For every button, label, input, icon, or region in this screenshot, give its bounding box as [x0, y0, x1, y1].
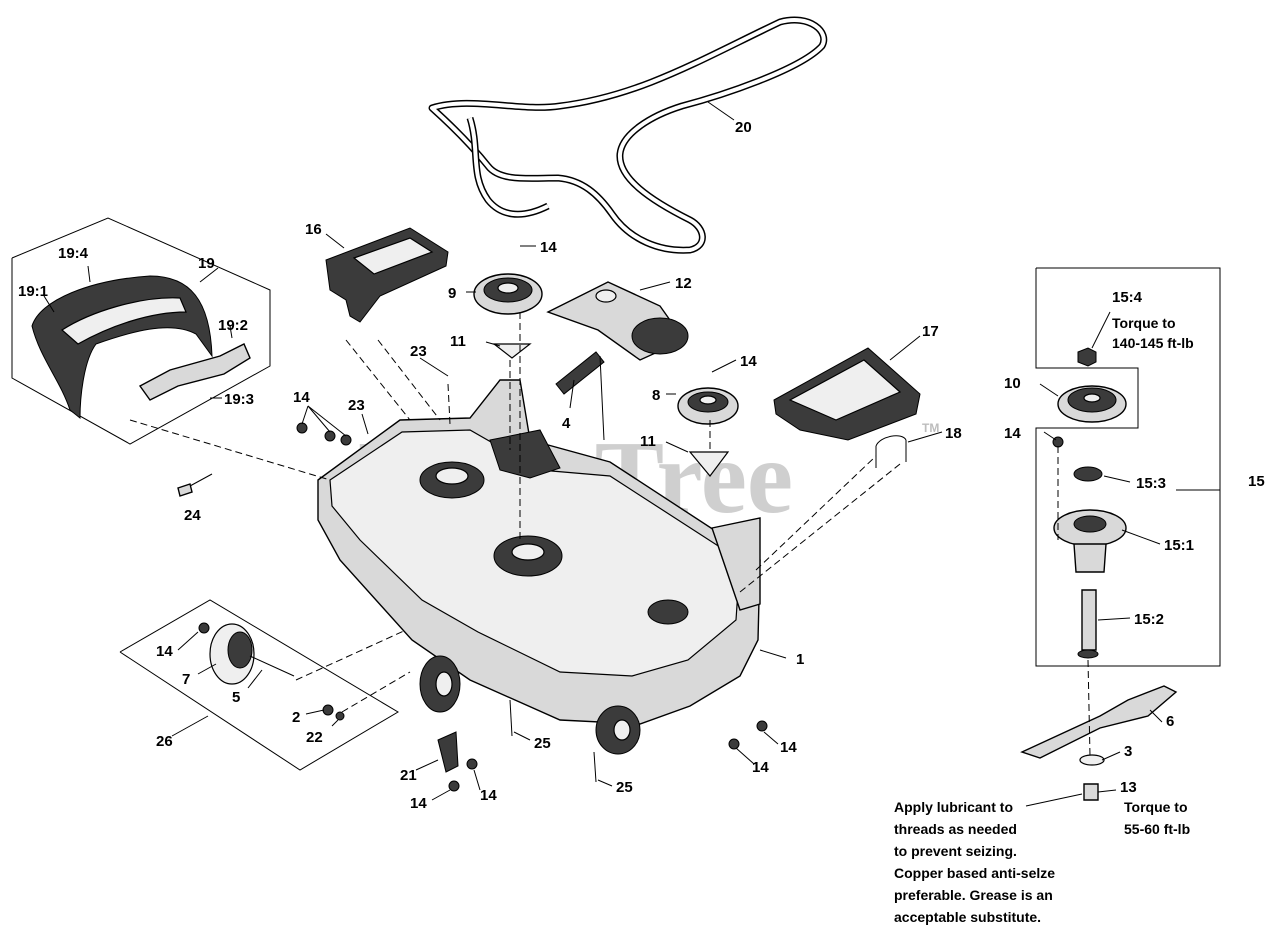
callout-12: 12: [675, 275, 692, 292]
spindle-assembly: [1052, 347, 1127, 659]
note-line: to prevent seizing.: [894, 843, 1017, 859]
callout-21: 21: [400, 767, 417, 784]
callout-15-1: 15:1: [1164, 537, 1194, 554]
note-line: acceptable substitute.: [894, 909, 1041, 925]
callout-19-4: 19:4: [58, 245, 89, 262]
callout-6: 6: [1166, 713, 1174, 730]
callout-25-right: 25: [616, 779, 633, 796]
lubricant-note: Apply lubricant to threads as needed to …: [894, 799, 1055, 925]
callout-22: 22: [306, 729, 323, 746]
callout-25-left: 25: [534, 735, 551, 752]
callout-14-mid: 14: [740, 353, 757, 370]
callout-14-spindle: 14: [1004, 425, 1021, 442]
tension-spring: [555, 351, 605, 441]
callout-14-top: 14: [540, 239, 557, 256]
callout-15-2: 15:2: [1134, 611, 1164, 628]
leader-lines: [43, 101, 1220, 807]
callout-14-wheel: 14: [156, 643, 173, 660]
hardware-nuts-left: [296, 422, 352, 446]
callout-19: 19: [198, 255, 215, 272]
assembly-lines: [129, 312, 1091, 757]
idler-arm-assembly: [546, 281, 689, 361]
torque-note-13: Torque to 55-60 ft-lb: [1124, 799, 1190, 837]
pin: [177, 483, 193, 497]
note-line: 140-145 ft-lb: [1112, 335, 1194, 351]
note-line: 55-60 ft-lb: [1124, 821, 1190, 837]
callout-labels: 20 14 16 9 12 11 23 4 14 8 11 17 18 19 1…: [18, 119, 1265, 812]
callout-19-1: 19:1: [18, 283, 48, 300]
watermark-trademark: TM: [922, 421, 939, 435]
torque-note-15-4: Torque to 140-145 ft-lb: [1112, 315, 1194, 351]
callout-14-deck-low: 14: [752, 759, 769, 776]
discharge-chute-group-box: [11, 217, 271, 445]
callout-9: 9: [448, 285, 456, 302]
blade-washer: [1079, 754, 1105, 766]
mower-deck: [317, 379, 761, 725]
deck-wheel-left: [419, 655, 461, 713]
callout-7: 7: [182, 671, 190, 688]
blade-bolt: [1083, 783, 1099, 801]
callout-14-left: 14: [293, 389, 310, 406]
wheel-kit-box: [119, 599, 399, 771]
callout-23-upper: 23: [410, 343, 427, 360]
belt-cover-left: [325, 227, 449, 323]
callout-8: 8: [652, 387, 660, 404]
deck-bolt-2: [593, 751, 597, 783]
note-line: Torque to: [1124, 799, 1188, 815]
callout-14-bracket: 14: [480, 787, 497, 804]
deck-bolt-1: [509, 699, 513, 737]
callout-20: 20: [735, 119, 752, 136]
idler-pulley-9: [473, 273, 543, 315]
spindle-kit-box: [1035, 267, 1221, 667]
wheel-bracket: [437, 731, 459, 773]
gauge-wheel: [198, 622, 345, 721]
callout-11-upper: 11: [450, 333, 466, 350]
callout-11-lower: 11: [640, 433, 656, 450]
note-line: Torque to: [1112, 315, 1176, 331]
callout-17: 17: [922, 323, 939, 340]
deck-wheel-right: [595, 705, 641, 755]
callout-15: 15: [1248, 473, 1265, 490]
note-line: threads as needed: [894, 821, 1017, 837]
callout-16: 16: [305, 221, 322, 238]
cone-washer-upper: [492, 343, 532, 359]
note-line: preferable. Grease is an: [894, 887, 1053, 903]
callout-2: 2: [292, 709, 300, 726]
callout-14-bracket-low: 14: [410, 795, 427, 812]
idler-pulley-8: [677, 387, 739, 425]
note-line: Copper based anti-selze: [894, 865, 1055, 881]
u-bolt-right: [875, 435, 907, 468]
drive-belt: [428, 16, 828, 254]
callout-24: 24: [184, 507, 201, 524]
note-line: Apply lubricant to: [894, 799, 1013, 815]
callout-3: 3: [1124, 743, 1132, 760]
cutting-blade: [1020, 685, 1178, 759]
callout-5: 5: [232, 689, 240, 706]
callout-19-3: 19:3: [224, 391, 254, 408]
callout-15-4: 15:4: [1112, 289, 1143, 306]
callout-1: 1: [796, 651, 804, 668]
discharge-chute: [31, 275, 251, 420]
belt-cover-right: [773, 347, 921, 441]
callout-10: 10: [1004, 375, 1021, 392]
callout-4: 4: [562, 415, 571, 432]
callout-19-2: 19:2: [218, 317, 248, 334]
callout-13: 13: [1120, 779, 1137, 796]
callout-18: 18: [945, 425, 962, 442]
callout-14-deck: 14: [780, 739, 797, 756]
cone-washer-lower: [688, 451, 730, 477]
callout-15-3: 15:3: [1136, 475, 1166, 492]
callout-26: 26: [156, 733, 173, 750]
callout-23-lower: 23: [348, 397, 365, 414]
